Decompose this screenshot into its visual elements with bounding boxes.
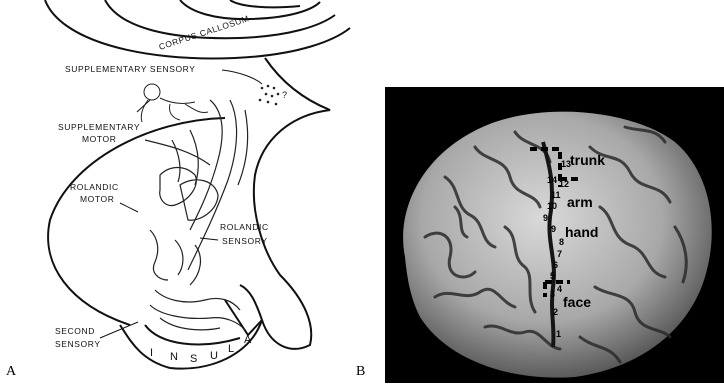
region-label-face: face [563,294,591,310]
sensorimotor-map-drawing: CORPUS CALLOSUM SUPPLEMENTARY SENSORY SU… [0,0,362,383]
label-rolandic-sensory-1: ROLANDIC [220,222,269,232]
insula-letter: S [190,353,197,365]
site-number: 12 [559,179,569,189]
site-number: 11 [551,190,561,200]
panel-a-drawing: CORPUS CALLOSUM SUPPLEMENTARY SENSORY SU… [0,0,362,383]
hand-sketch-1 [160,168,197,206]
panel-b-brain-render: 14 13 12 11 10 9 9 8 7 6 5 4 3 2 1 trunk… [385,87,724,383]
mouth-sketch [155,290,240,310]
site-number: 14 [547,175,557,185]
site-number: 5 [550,271,555,281]
panel-letter-a: A [6,364,16,380]
face-sketch-1 [150,230,168,280]
region-label-trunk: trunk [570,152,605,168]
site-number: 1 [556,329,561,339]
figure-head [144,84,160,100]
leg-sketch-2 [172,140,180,182]
insula-letter: N [170,351,178,363]
arrow-second-sensory [100,322,138,338]
label-supplementary-motor-2: MOTOR [82,134,116,144]
label-second-sensory-1: SECOND [55,326,95,336]
site-number: 3 [550,289,555,299]
label-rolandic-motor-1: ROLANDIC [70,182,119,192]
label-question-mark: ? [282,90,287,100]
label-second-sensory-2: SENSORY [55,339,101,349]
face-sketch-2 [175,240,183,275]
site-number: 2 [553,307,558,317]
hemisphere-outline [240,58,330,349]
site-number: 8 [559,237,564,247]
label-supplementary-motor-1: SUPPLEMENTARY [58,122,140,132]
frontal-lobe-outline [48,118,225,325]
arrow-rolandic-motor [120,203,138,212]
figure-body [141,98,208,122]
label-rolandic-sensory-2: SENSORY [222,236,268,246]
site-number: 9 [543,213,548,223]
site-number: 10 [547,201,557,211]
site-number: 4 [557,284,562,294]
insula-letter: A [244,334,252,346]
insula-lower-curve [145,325,240,344]
label-corpus-callosum: CORPUS CALLOSUM [158,13,251,52]
site-number: 9 [551,224,556,234]
arrow-supp-sensory [222,70,262,84]
label-supplementary-sensory: SUPPLEMENTARY SENSORY [65,64,196,74]
throat-sketch [160,318,220,330]
site-number: 7 [557,249,562,259]
corpus-callosum-outline-top [230,0,300,7]
region-label-arm: arm [567,194,593,210]
motor-strip-thigh [238,110,248,185]
brain-surface-image: 14 13 12 11 10 9 9 8 7 6 5 4 3 2 1 trunk… [385,87,724,383]
label-rolandic-motor-2: MOTOR [80,194,114,204]
region-label-hand: hand [565,224,598,240]
site-number: 6 [553,260,558,270]
arrow-supp-motor [137,100,150,112]
panel-letter-b: B [356,364,365,380]
insula-letter: U [210,350,218,362]
corpus-callosum-outline-inner [180,0,320,19]
insula-letter: L [228,343,234,355]
insula-letter: I [150,347,153,359]
face-sketch-3 [190,245,200,285]
